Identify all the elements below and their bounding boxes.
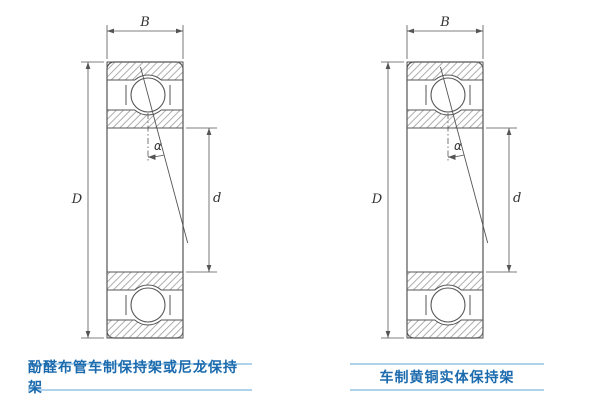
caption-right: 车制黄铜实体保持架 <box>350 363 544 391</box>
bearing-drawing-left: B D d α <box>71 15 221 339</box>
bearing-section-geometry <box>81 25 217 339</box>
dim-label-bore: d <box>213 191 221 206</box>
bearing-drawing-right: B D d α <box>371 15 521 339</box>
bearing-diagram-left: B D d α <box>25 0 265 350</box>
bearing-section-geometry <box>381 25 517 339</box>
dim-label-outer-diameter: D <box>371 192 383 207</box>
dim-label-outer-diameter: D <box>71 192 83 207</box>
dim-label-width: B <box>439 15 450 30</box>
dim-label-bore: d <box>513 191 521 206</box>
contact-angle-label: α <box>454 139 462 153</box>
bearing-diagram-right: B D d α <box>325 0 565 350</box>
contact-angle-label: α <box>154 139 162 153</box>
dim-label-width: B <box>139 15 150 30</box>
caption-left: 酚醛布管车制保持架或尼龙保持架 <box>28 360 252 396</box>
